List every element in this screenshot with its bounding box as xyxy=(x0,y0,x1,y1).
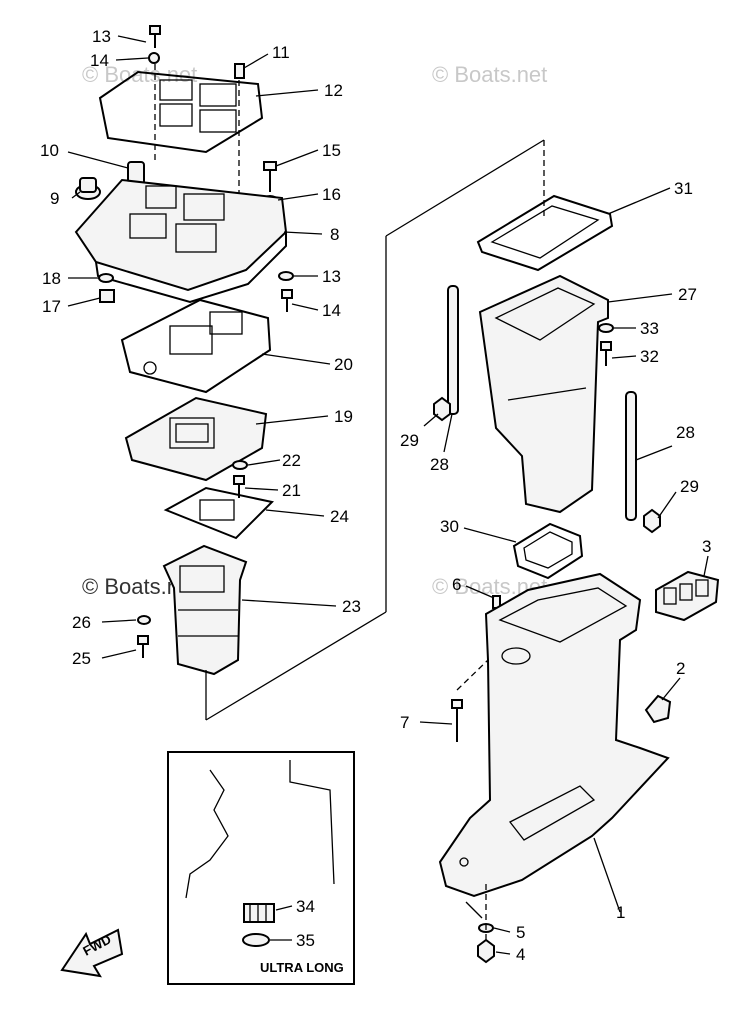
callout-4: 4 xyxy=(516,945,525,964)
callout-9: 9 xyxy=(50,189,59,208)
part-27-exhaust-pipe[interactable] xyxy=(478,274,609,514)
part-7-bolt[interactable] xyxy=(451,699,463,742)
callout-15: 15 xyxy=(322,141,341,160)
ultra-long-label: ULTRA LONG xyxy=(260,960,344,975)
callout-29-right: 29 xyxy=(680,477,699,496)
part-18-washer[interactable] xyxy=(98,273,114,283)
callout-16: 16 xyxy=(322,185,341,204)
part-17-nut[interactable] xyxy=(99,289,115,303)
callout-13: 13 xyxy=(92,27,111,46)
callout-28-right: 28 xyxy=(676,423,695,442)
part-30-seal[interactable] xyxy=(512,522,584,580)
callout-14-lower: 13 xyxy=(322,267,341,286)
part-9-grommet[interactable] xyxy=(75,177,101,200)
callout-19: 19 xyxy=(334,407,353,426)
part-12-gasket[interactable] xyxy=(98,70,264,154)
callout-33: 33 xyxy=(640,319,659,338)
callout-20: 20 xyxy=(334,355,353,374)
part-1-upper-casing[interactable] xyxy=(438,572,670,898)
fwd-arrow xyxy=(60,928,124,978)
callout-35: 35 xyxy=(296,931,315,950)
callout-3: 3 xyxy=(702,537,711,556)
part-14-washer-lower[interactable] xyxy=(278,271,294,281)
part-11-pin[interactable] xyxy=(234,63,245,79)
callout-30: 30 xyxy=(440,517,459,536)
callout-2: 2 xyxy=(676,659,685,678)
part-14-washer[interactable] xyxy=(148,52,160,64)
part-29-nut-left[interactable] xyxy=(433,396,451,422)
callout-8: 8 xyxy=(330,225,339,244)
part-34-gear[interactable] xyxy=(243,903,275,923)
part-31-gasket[interactable] xyxy=(476,194,614,272)
callout-31: 31 xyxy=(674,179,693,198)
part-2-grommet[interactable] xyxy=(644,694,672,724)
part-20-gasket[interactable] xyxy=(120,298,272,394)
part-15-bolt[interactable] xyxy=(263,161,277,192)
part-28-seal-right[interactable] xyxy=(625,391,637,521)
callout-6: 6 xyxy=(452,575,461,594)
callout-11: 11 xyxy=(272,43,290,62)
part-23-muffler[interactable] xyxy=(162,544,248,676)
part-24-gasket[interactable] xyxy=(163,486,275,540)
watermark-top-right: © Boats.net xyxy=(432,62,548,87)
callout-26: 26 xyxy=(72,613,91,632)
callout-17: 17 xyxy=(42,297,61,316)
part-25-bolt[interactable] xyxy=(137,635,149,658)
part-33-washer[interactable] xyxy=(598,323,614,333)
part-28-seal-left[interactable] xyxy=(447,285,459,415)
callout-29: 29 xyxy=(400,431,419,450)
callout-14: 14 xyxy=(90,51,109,70)
callout-32: 32 xyxy=(640,347,659,366)
callout-21: 21 xyxy=(282,481,301,500)
part-29-nut-right[interactable] xyxy=(643,508,661,534)
callout-28: 28 xyxy=(430,455,449,474)
watermark-top-left: © Boats.net xyxy=(82,62,198,87)
callout-24: 24 xyxy=(330,507,349,526)
part-3-cover[interactable] xyxy=(655,570,720,622)
callout-23: 23 xyxy=(342,597,361,616)
callout-25: 25 xyxy=(72,649,91,668)
callout-1: 1 xyxy=(616,903,625,922)
part-13-bolt[interactable] xyxy=(149,25,161,48)
part-13-bolt-lower[interactable] xyxy=(281,289,293,312)
part-8-exhaust-guide[interactable] xyxy=(74,178,288,304)
callout-5: 5 xyxy=(516,923,525,942)
callout-18: 18 xyxy=(42,269,61,288)
callout-12: 12 xyxy=(324,81,343,100)
part-19-plate[interactable] xyxy=(124,396,268,482)
part-26-washer[interactable] xyxy=(137,615,151,625)
callout-7: 7 xyxy=(400,713,409,732)
callout-10: 10 xyxy=(40,141,59,160)
callout-27: 27 xyxy=(678,285,697,304)
callout-13-lower: 14 xyxy=(322,301,341,320)
part-35-washer[interactable] xyxy=(242,933,270,947)
part-32-bolt[interactable] xyxy=(600,341,612,366)
ultra-long-inset xyxy=(167,751,355,985)
callout-22: 22 xyxy=(282,451,301,470)
part-4-nut[interactable] xyxy=(477,938,495,964)
part-22-washer[interactable] xyxy=(232,460,248,470)
callout-34: 34 xyxy=(296,897,315,916)
